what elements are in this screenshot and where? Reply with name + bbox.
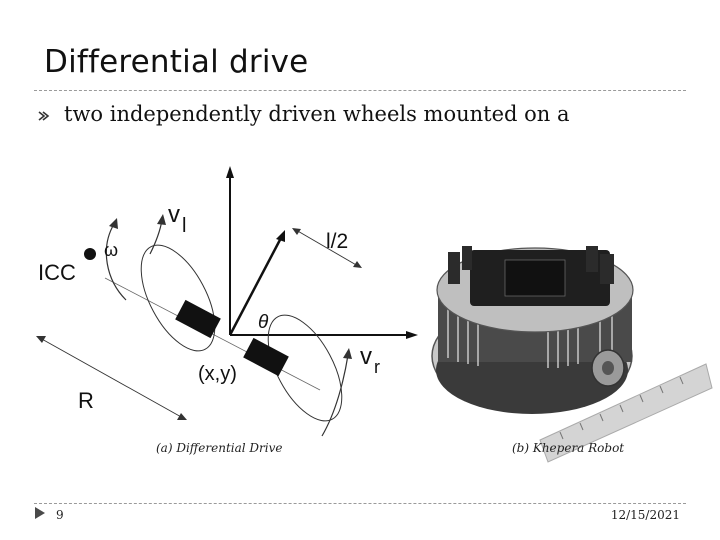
caption-differential-drive: (a) Differential Drive — [156, 441, 283, 455]
robot-wheel-hub — [602, 361, 614, 375]
half-l-dimension — [295, 229, 359, 267]
omega-arrowhead — [109, 218, 118, 229]
icc-point — [84, 248, 96, 260]
footer-date: 12/15/2021 — [610, 508, 680, 522]
robot-connectors — [448, 246, 614, 284]
slide-title: Differential drive — [44, 44, 309, 80]
vr-arrowhead — [343, 348, 352, 359]
khepera-robot-illustration: (b) Khepera Robot — [431, 246, 713, 463]
caption-khepera-robot: (b) Khepera Robot — [512, 441, 624, 455]
footer-divider — [34, 503, 686, 504]
vr-subscript: r — [374, 357, 380, 377]
omega-arrow — [105, 223, 127, 301]
xy-label: (x,y) — [198, 363, 237, 385]
bullet-icon — [38, 111, 50, 121]
heading-arrowhead — [276, 230, 285, 242]
robot-chip — [504, 259, 566, 297]
r-arrow-end — [177, 413, 187, 420]
ruler-ticks — [559, 376, 684, 440]
y-axis-arrowhead — [226, 166, 234, 178]
figure: ICC ω v l l/2 θ v r (x,y) R (a) Differen… — [36, 166, 713, 463]
r-dimension — [39, 337, 184, 419]
half-l-arrow-end — [353, 261, 362, 268]
left-wheel-outline — [140, 244, 216, 352]
icc-label: ICC — [38, 260, 76, 285]
left-wheel — [175, 299, 221, 339]
footer-triangle-icon — [35, 507, 45, 519]
vr-arrow — [321, 354, 349, 437]
heading-vector — [228, 235, 284, 336]
r-label: R — [78, 388, 94, 413]
vl-subscript: l — [182, 215, 186, 237]
omega-label: ω — [104, 240, 118, 260]
bullet-text: two independently driven wheels mounted … — [64, 102, 570, 126]
right-wheel — [243, 337, 289, 377]
half-l-arrow-start — [292, 228, 301, 235]
vl-arrowhead — [157, 214, 166, 225]
theta-label: θ — [258, 312, 269, 333]
vl-label: v — [168, 201, 180, 228]
page-number: 9 — [56, 508, 64, 522]
vr-label: v — [360, 343, 372, 370]
x-axis-arrowhead — [406, 331, 418, 339]
title-divider — [34, 90, 686, 91]
differential-drive-diagram: ICC ω v l l/2 θ v r (x,y) R (a) Differen… — [36, 166, 418, 455]
vl-arrow — [149, 219, 163, 255]
ruler — [539, 363, 713, 463]
right-wheel-outline — [267, 314, 343, 422]
r-arrow-start — [36, 336, 46, 343]
half-l-label: l/2 — [326, 230, 348, 253]
